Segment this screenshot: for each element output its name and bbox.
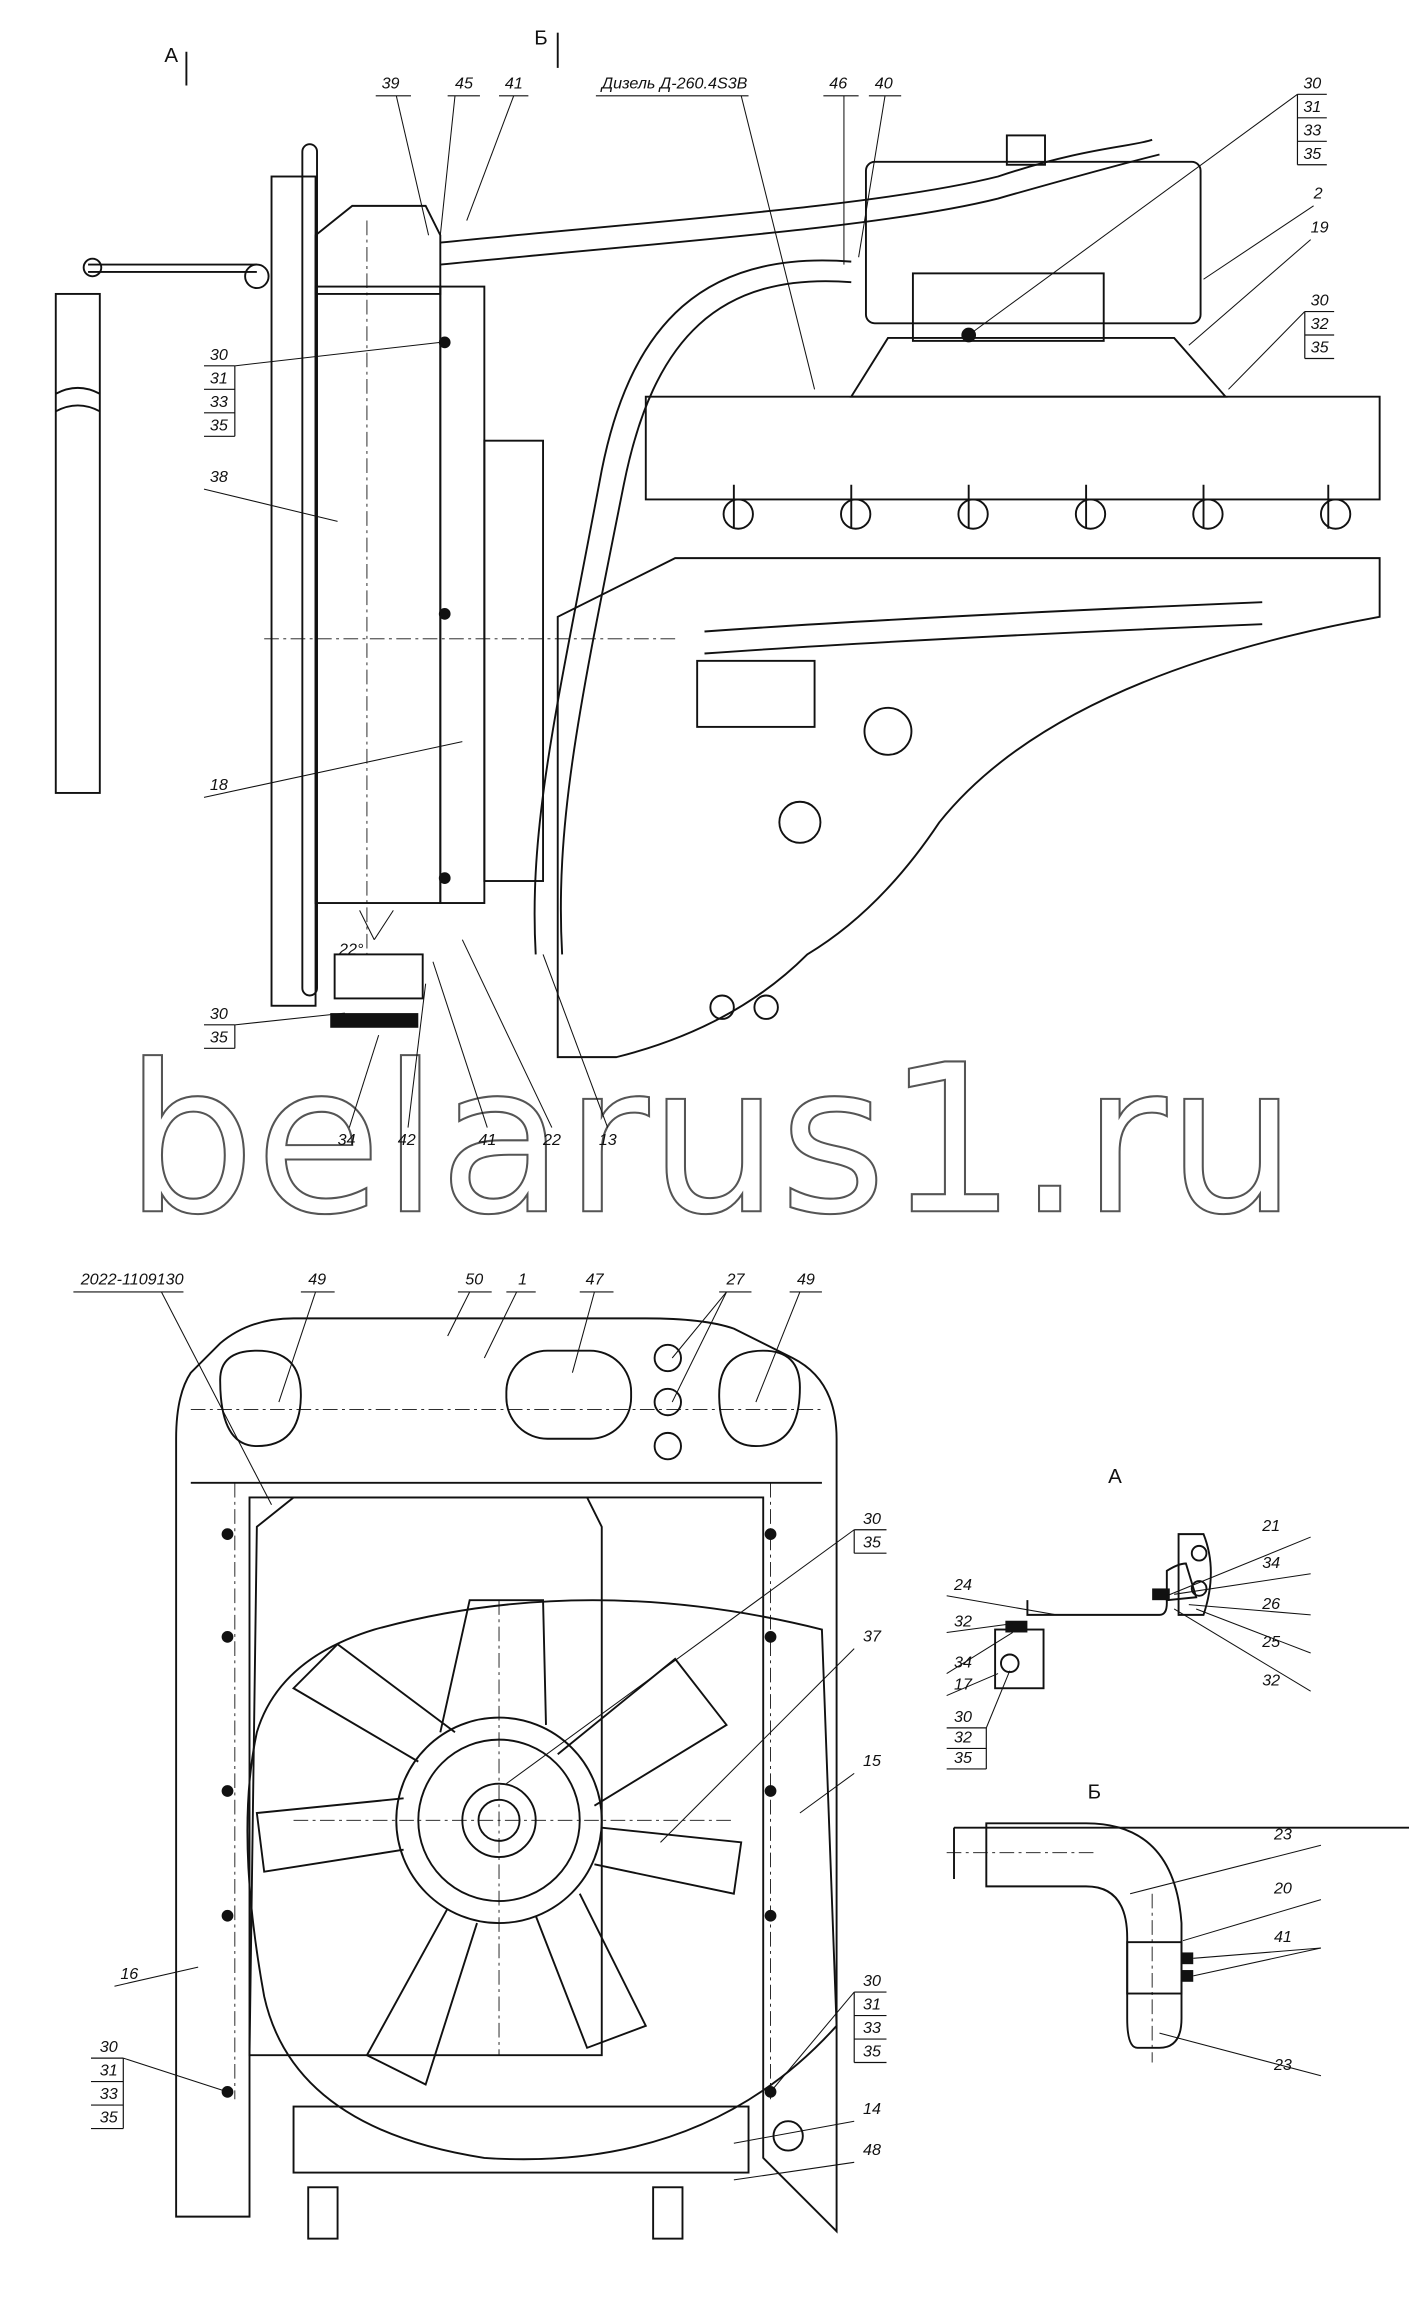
callout: 24 — [953, 1576, 972, 1594]
callout: 14 — [863, 2100, 881, 2118]
callout: 33 — [863, 2019, 881, 2037]
callout: 17 — [954, 1676, 973, 1694]
callout: 31 — [1303, 98, 1321, 116]
callout: 32 — [1262, 1671, 1280, 1689]
callout: 20 — [1273, 1880, 1292, 1898]
callout: 35 — [1311, 339, 1329, 357]
callout: 2 — [1313, 185, 1323, 203]
callout: 35 — [210, 416, 228, 434]
callout: 33 — [210, 393, 228, 411]
callout: 32 — [954, 1613, 972, 1631]
callout: 30 — [863, 1972, 881, 1990]
callout: 41 — [478, 1131, 496, 1149]
callout: 34 — [1262, 1554, 1280, 1572]
callout: 16 — [120, 1965, 138, 1983]
callout: 37 — [863, 1627, 882, 1645]
view-b-marker: Б — [534, 26, 547, 49]
callout: 35 — [210, 1028, 228, 1046]
callout: 22 — [542, 1131, 561, 1149]
callout: 32 — [1311, 315, 1329, 333]
detail-b: Б 23 20 41 23 — [946, 1780, 1409, 2077]
callout: 30 — [863, 1510, 881, 1528]
callout: 30 — [1303, 74, 1321, 92]
side-view — [54, 134, 1381, 1059]
callout: 42 — [398, 1131, 416, 1149]
view-markers: А Б — [164, 26, 559, 86]
side-callouts: 39 45 41 Дизель Д-260.4S3В 46 40 30 31 3… — [203, 74, 1335, 1149]
callout: 39 — [382, 74, 400, 92]
callout: 35 — [1303, 145, 1321, 163]
callout: 48 — [863, 2141, 881, 2159]
view-a-marker: А — [164, 44, 178, 67]
callout: 18 — [210, 776, 228, 794]
callout: 30 — [210, 346, 228, 364]
callout: 1 — [518, 1271, 527, 1289]
callout: 50 — [465, 1271, 483, 1289]
callout: 31 — [863, 1996, 881, 2014]
callout: 23 — [1273, 2056, 1292, 2074]
callout: 35 — [863, 2043, 881, 2061]
callout: 21 — [1261, 1517, 1280, 1535]
front-view — [175, 1317, 838, 2240]
callout: 27 — [726, 1271, 746, 1289]
callout: 26 — [1261, 1595, 1280, 1613]
callout: 49 — [797, 1271, 815, 1289]
callout: 45 — [455, 74, 473, 92]
angle-label: 22° — [338, 940, 364, 958]
callout: 40 — [875, 74, 893, 92]
detail-a-title: А — [1108, 1465, 1122, 1488]
callout: 33 — [100, 2085, 118, 2103]
callout: 49 — [308, 1271, 326, 1289]
callout: 31 — [210, 369, 228, 387]
callout: 19 — [1311, 218, 1329, 236]
part-code: 2022-1109130 — [80, 1271, 184, 1289]
callout: 33 — [1303, 121, 1321, 139]
callout: 30 — [100, 2038, 118, 2056]
callout: 23 — [1273, 1825, 1292, 1843]
callout: 35 — [954, 1749, 972, 1767]
callout: 13 — [599, 1131, 617, 1149]
callout: 32 — [954, 1729, 972, 1747]
detail-a: А 21 34 26 25 32 24 32 34 17 30 32 35 — [946, 1465, 1311, 1770]
callout: 34 — [338, 1131, 356, 1149]
detail-b-title: Б — [1088, 1780, 1101, 1803]
callout: 30 — [210, 1005, 228, 1023]
callout: 35 — [100, 2109, 118, 2127]
callout: 31 — [100, 2062, 118, 2080]
engine-label: Дизель Д-260.4S3В — [600, 74, 748, 92]
callout: 35 — [863, 1533, 881, 1551]
callout: 15 — [863, 1752, 881, 1770]
watermark: belarus1.ru — [125, 1021, 1297, 1260]
front-callouts: 2022-1109130 49 50 1 47 27 49 30 35 37 1… — [73, 1271, 887, 2181]
callout: 34 — [954, 1654, 972, 1672]
callout: 30 — [1311, 292, 1329, 310]
callout: 41 — [1274, 1928, 1292, 1946]
callout: 30 — [954, 1708, 972, 1726]
callout: 25 — [1261, 1633, 1280, 1651]
callout: 47 — [586, 1271, 605, 1289]
callout: 46 — [829, 74, 847, 92]
callout: 41 — [505, 74, 523, 92]
callout: 38 — [210, 468, 228, 486]
